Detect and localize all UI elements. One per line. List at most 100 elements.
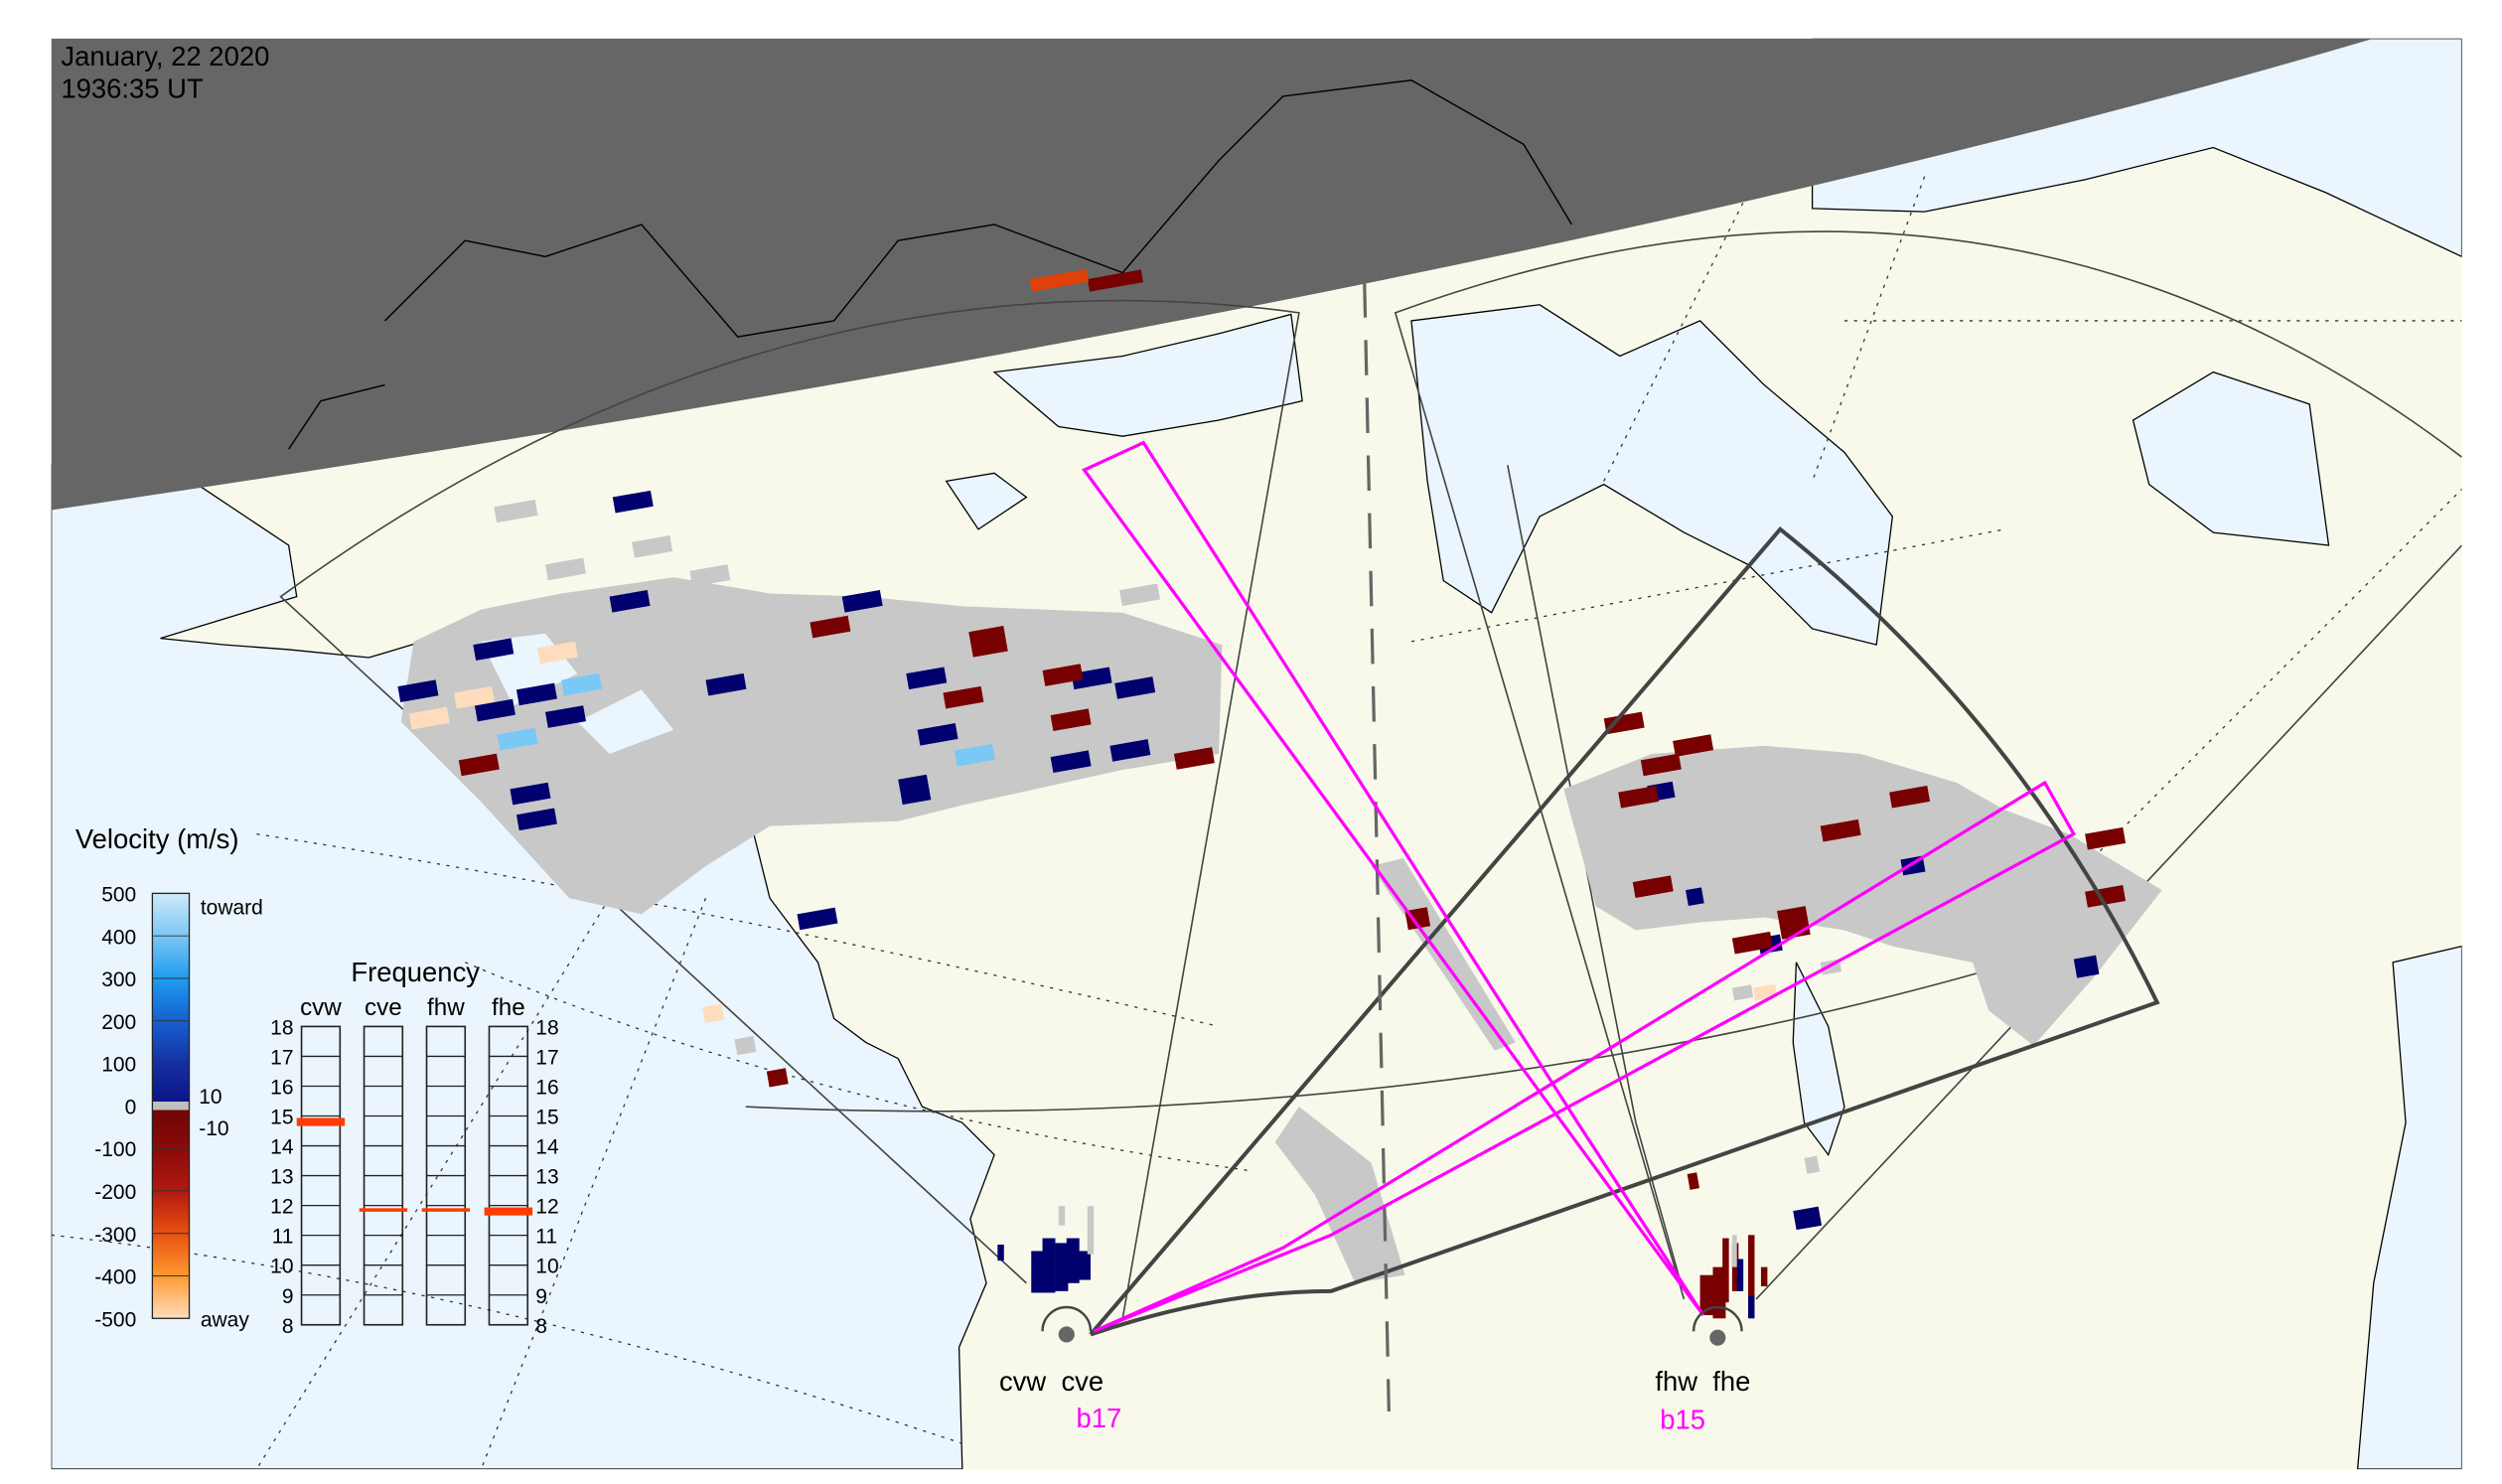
echo-cell xyxy=(702,1003,725,1023)
fh-site-labels: fhw fhe xyxy=(1655,1366,1750,1397)
echo-cell xyxy=(1731,984,1754,1001)
near-range-echo xyxy=(1699,1274,1713,1316)
hudson-bay xyxy=(1410,304,1894,646)
frequency-tick-left: 18 xyxy=(270,1016,293,1039)
velocity-tick-label: -400 xyxy=(94,1266,136,1289)
echo-cell xyxy=(1804,1155,1821,1174)
echo-cell xyxy=(689,564,731,587)
fh-beam-label: b15 xyxy=(1660,1405,1705,1435)
echo-cell xyxy=(1050,750,1092,774)
velocity-colorbar xyxy=(151,892,191,1319)
echo-cell xyxy=(1042,664,1084,686)
echo-cell xyxy=(943,685,984,709)
near-range-echo xyxy=(997,1245,1004,1261)
near-range-echo xyxy=(1078,1251,1091,1280)
velocity-tick-label: -100 xyxy=(94,1138,136,1161)
echo-cell xyxy=(1109,739,1151,762)
near-range-echo xyxy=(1066,1238,1080,1283)
arctic-ocean xyxy=(992,313,1303,437)
frequency-tick-right: 14 xyxy=(535,1136,559,1159)
frequency-tick-right: 17 xyxy=(535,1047,558,1070)
echo-cell xyxy=(1618,785,1660,809)
frequency-tick-left: 9 xyxy=(282,1285,294,1308)
cv-site-marker xyxy=(1058,1326,1075,1343)
frequency-tick-right: 8 xyxy=(535,1315,547,1338)
echo-cell xyxy=(474,698,515,722)
echo-cell xyxy=(561,672,603,696)
frequency-tick-left: 13 xyxy=(270,1166,293,1189)
time-label: 1936:35 UT xyxy=(61,73,204,103)
fh-beam-b15 xyxy=(1082,440,1705,1317)
echo-cell xyxy=(497,727,538,751)
near-range-echo xyxy=(1731,1235,1737,1267)
echo-cell xyxy=(1793,1206,1823,1231)
frequency-column-label: fhe xyxy=(492,994,525,1021)
map-area: cvw cve b17 fhw fhe b15 January, 22 2020… xyxy=(51,38,2462,1470)
near-range-echo xyxy=(1055,1243,1069,1291)
frequency-tick-left: 17 xyxy=(270,1047,293,1070)
frequency-tick-right: 11 xyxy=(535,1226,557,1249)
near-range-echo xyxy=(1087,1206,1095,1255)
frequency-tick-right: 15 xyxy=(535,1107,558,1129)
velocity-tick-label: 500 xyxy=(101,883,136,906)
echo-cell xyxy=(544,705,586,728)
echo-cell xyxy=(1889,785,1931,809)
ground-scatter-band xyxy=(400,577,1223,915)
near-range-echo xyxy=(1748,1295,1755,1319)
frequency-tick-left: 11 xyxy=(272,1226,294,1249)
echo-cell xyxy=(734,1035,757,1056)
velocity-legend: Velocity (m/s) 5004003002001000-100-200-… xyxy=(75,823,263,1331)
frequency-tick-left: 16 xyxy=(270,1077,293,1100)
frequency-tick-right: 16 xyxy=(535,1077,558,1100)
echo-cell xyxy=(510,782,551,806)
cv-beam-label: b17 xyxy=(1076,1403,1121,1433)
frequency-legend-title: Frequency xyxy=(351,957,480,987)
echo-cell xyxy=(609,589,651,613)
echo-cell xyxy=(515,808,557,831)
echo-cell xyxy=(705,672,747,696)
velocity-tick-label: 100 xyxy=(101,1054,136,1077)
gs-upper-label: 10 xyxy=(199,1086,221,1109)
echo-cell xyxy=(1687,1172,1700,1190)
atlantic-ocean xyxy=(2356,946,2462,1470)
frequency-tick-right: 10 xyxy=(535,1256,558,1278)
night-coastlines xyxy=(288,78,1573,450)
echo-cell xyxy=(1087,269,1144,292)
frequency-tick-right: 13 xyxy=(535,1166,558,1189)
echo-cell xyxy=(1603,711,1645,735)
velocity-tick-label: 200 xyxy=(101,1011,136,1034)
echo-cell xyxy=(809,615,851,639)
velocity-tick-label: -500 xyxy=(94,1308,136,1331)
frequency-tick-left: 10 xyxy=(270,1256,293,1278)
near-range-echo xyxy=(1042,1238,1056,1293)
frequency-column-label: cve xyxy=(365,994,402,1021)
echo-cell xyxy=(397,679,439,702)
near-range-echo xyxy=(1031,1251,1045,1293)
echo-cell xyxy=(2085,826,2127,850)
toward-label: toward xyxy=(201,896,263,919)
cve-fov-outline xyxy=(1089,526,2160,1337)
velocity-tick-label: -200 xyxy=(94,1181,136,1204)
echo-cell xyxy=(906,667,948,690)
gs-lower-label: -10 xyxy=(199,1117,228,1140)
velocity-tick-label: 0 xyxy=(125,1096,137,1118)
echo-cell xyxy=(1731,931,1773,955)
baffin-bay xyxy=(2132,371,2330,546)
echo-cell xyxy=(1119,583,1161,607)
near-range-echo xyxy=(1748,1235,1755,1299)
echo-cell xyxy=(458,753,500,777)
frequency-tick-right: 12 xyxy=(535,1196,558,1219)
echo-cell xyxy=(536,641,578,665)
velocity-tick-label: 300 xyxy=(101,968,136,991)
echo-cell xyxy=(841,589,883,613)
radar-sites xyxy=(1041,1305,1743,1346)
echo-cell xyxy=(1673,734,1714,757)
echo-cell xyxy=(766,1068,789,1088)
frequency-tick-left: 12 xyxy=(270,1196,293,1219)
frequency-tick-left: 8 xyxy=(282,1315,294,1338)
echo-cell xyxy=(1029,268,1090,292)
ground-scatter-band xyxy=(1274,1107,1405,1283)
echo-cell xyxy=(1686,887,1704,907)
